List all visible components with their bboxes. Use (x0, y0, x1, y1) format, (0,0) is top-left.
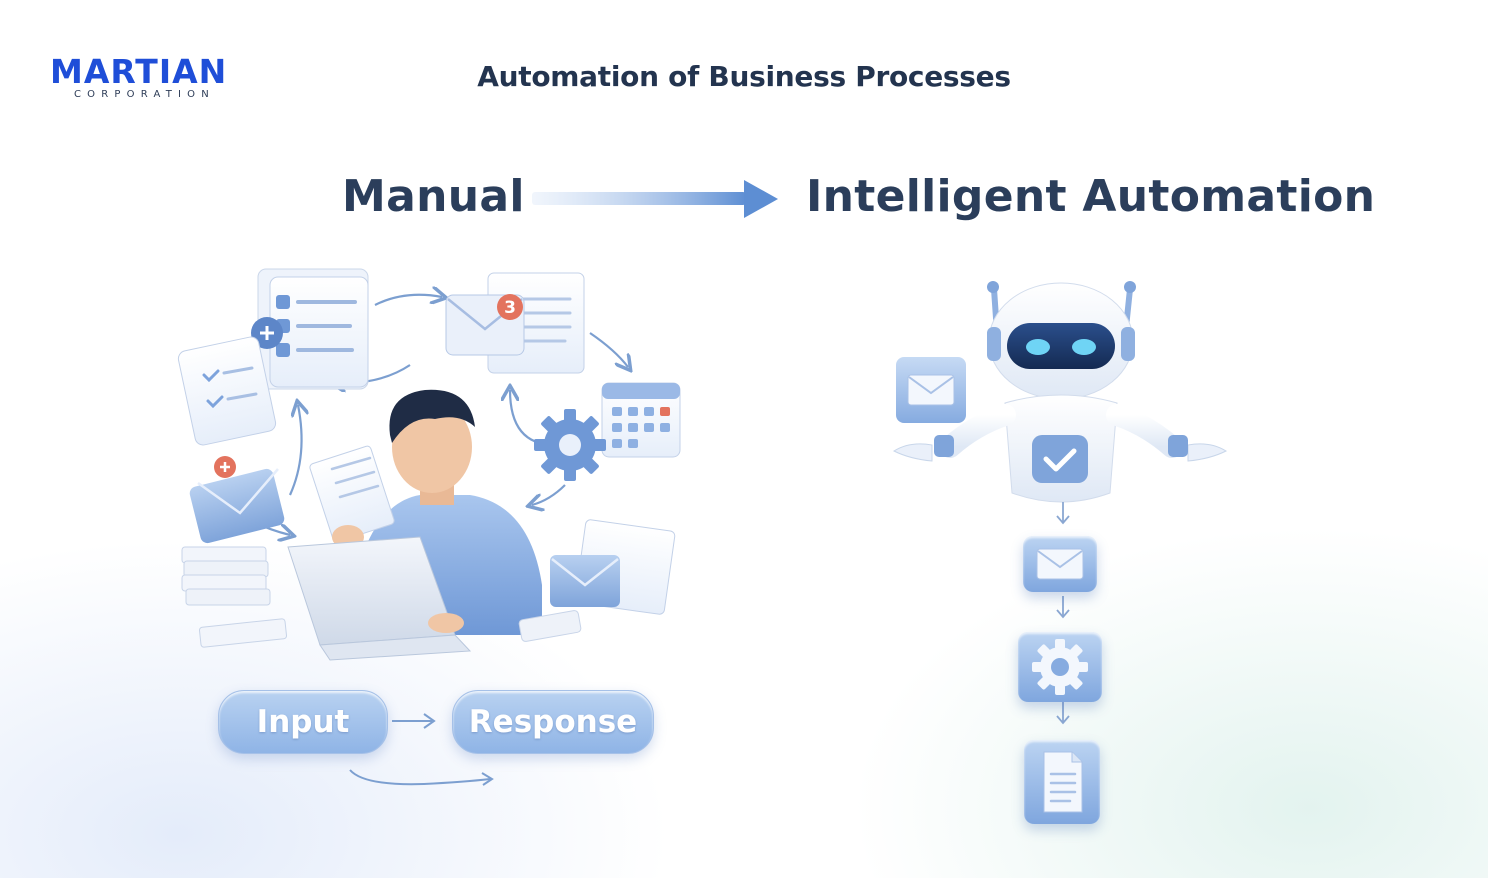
pipeline-gear-icon (1018, 632, 1102, 702)
logo-subtitle: CORPORATION (74, 89, 215, 100)
notification-badge: 3 (504, 298, 516, 318)
pipeline-arrows-icon (1056, 502, 1070, 725)
logo-wordmark: MARTIAN (50, 52, 228, 91)
desk-papers-icon (198, 519, 676, 648)
response-pill: Response (452, 690, 654, 754)
paper-stack-icon (181, 546, 271, 606)
manual-workflow-illustration: 3 (177, 268, 681, 661)
heading-intelligent-automation: Intelligent Automation (806, 171, 1376, 222)
input-pill: Input (218, 690, 388, 754)
page-title: Automation of Business Processes (477, 60, 1011, 93)
gear-icon (534, 409, 606, 481)
left-email-icon (189, 456, 285, 544)
heading-manual: Manual (342, 171, 525, 222)
transition-arrow-icon (532, 180, 778, 218)
left-checklist-icon (177, 336, 277, 446)
robot-assistant-illustration (892, 281, 1228, 503)
pipeline-document-icon (1024, 740, 1100, 824)
robot-email-icon (896, 357, 966, 423)
input-to-response-arrow-icon (392, 713, 436, 729)
laptop-icon (287, 536, 472, 661)
pipeline-email-icon (1023, 536, 1097, 592)
checklist-document-icon (251, 268, 369, 390)
company-logo: MARTIAN CORPORATION (50, 54, 250, 104)
calendar-icon (601, 382, 681, 458)
loop-back-arrow-icon (349, 769, 494, 786)
notification-email-icon: 3 (445, 272, 585, 374)
